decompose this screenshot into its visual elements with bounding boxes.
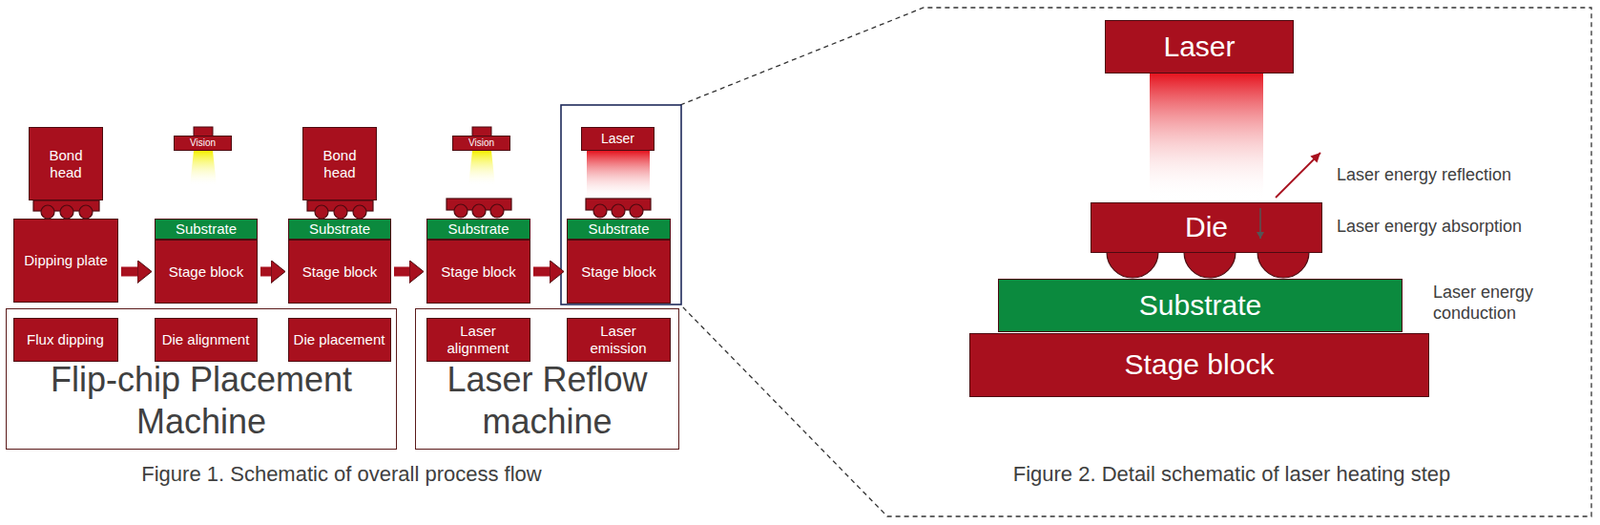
laser-head: Laser xyxy=(581,126,655,151)
node-text: Flip-chip Placement Machine xyxy=(6,358,396,443)
substrate: Substrate xyxy=(288,218,392,240)
node-text: Substrate xyxy=(1139,289,1262,323)
node-text: Stage block xyxy=(302,263,377,280)
node-text: Stage block xyxy=(581,263,656,280)
vision-camera: Vision xyxy=(452,135,511,151)
stage-block: Stage block xyxy=(154,239,258,304)
node-text: Substrate xyxy=(587,220,649,237)
node-text: Laser alignment xyxy=(431,322,526,356)
energy-label: Laser energy absorption xyxy=(1336,216,1585,238)
flow-arrow xyxy=(533,267,550,277)
stage-block: Stage block xyxy=(566,239,671,304)
substrate: Substrate xyxy=(154,218,258,240)
node-text: Stage block xyxy=(168,263,244,280)
substrate: Substrate xyxy=(566,218,671,240)
node-text: Substrate xyxy=(309,220,371,237)
process-step: Flux dipping xyxy=(13,317,119,362)
bond-head: Bond head xyxy=(28,126,104,201)
stage-block: Stage block xyxy=(426,239,531,304)
node-text: Laser xyxy=(1163,30,1235,64)
node-text: Vision xyxy=(468,138,495,148)
node-text: Die alignment xyxy=(162,331,250,348)
bond-head: Bond head xyxy=(302,126,377,201)
flow-arrow xyxy=(121,267,138,277)
laser-head: Laser xyxy=(1104,20,1294,74)
node-text: Dipping plate xyxy=(23,251,108,269)
node-text: Bond head xyxy=(307,146,373,181)
energy-label: Laser energy reflection xyxy=(1336,165,1585,187)
node-text: Bond head xyxy=(33,146,99,181)
substrate: Substrate xyxy=(997,278,1403,333)
process-step: Laser alignment xyxy=(426,317,531,362)
highlight-frame xyxy=(561,104,682,305)
node-text: Vision xyxy=(189,138,216,148)
node-text: Die xyxy=(1184,210,1228,245)
stage-block: Stage block xyxy=(288,239,392,304)
zoom-outline xyxy=(680,7,1592,517)
node-text: Laser emission xyxy=(571,322,666,356)
energy-label: Laser energy conduction xyxy=(1433,282,1558,324)
vision-camera: Vision xyxy=(173,135,232,151)
node-text: Substrate xyxy=(175,220,237,237)
stage-block: Stage block xyxy=(969,332,1430,397)
node-text: Flux dipping xyxy=(26,331,104,348)
dipping-plate: Dipping plate xyxy=(13,218,119,303)
figure-caption: Figure 1. Schematic of overall process f… xyxy=(103,461,581,487)
process-step: Die alignment xyxy=(154,317,258,362)
die-with-bumps xyxy=(33,198,651,219)
flow-arrow xyxy=(394,267,410,277)
laser-beam xyxy=(586,150,650,201)
machine-group: Laser Reflow machineLaser alignment Laser… xyxy=(415,308,680,450)
node-text: Stage block xyxy=(440,263,516,280)
laser-beam xyxy=(1149,73,1264,201)
node-text: Laser Reflow machine xyxy=(415,358,679,443)
absorption-arrow xyxy=(1259,207,1262,239)
node-text: Die placement xyxy=(293,331,386,348)
flow-arrow xyxy=(260,267,271,277)
reflection-arrow xyxy=(1275,152,1321,198)
substrate: Substrate xyxy=(426,218,531,240)
process-step: Die placement xyxy=(288,317,392,362)
node-text: Laser xyxy=(601,130,635,146)
die: Die xyxy=(1090,202,1323,253)
figure-caption: Figure 2. Detail schematic of laser heat… xyxy=(988,461,1476,487)
node-text: Stage block xyxy=(1124,348,1275,382)
process-step: Laser emission xyxy=(566,317,671,362)
machine-group: Flip-chip Placement Machine Flux dipping D… xyxy=(5,308,397,450)
node-text: Substrate xyxy=(447,220,509,237)
